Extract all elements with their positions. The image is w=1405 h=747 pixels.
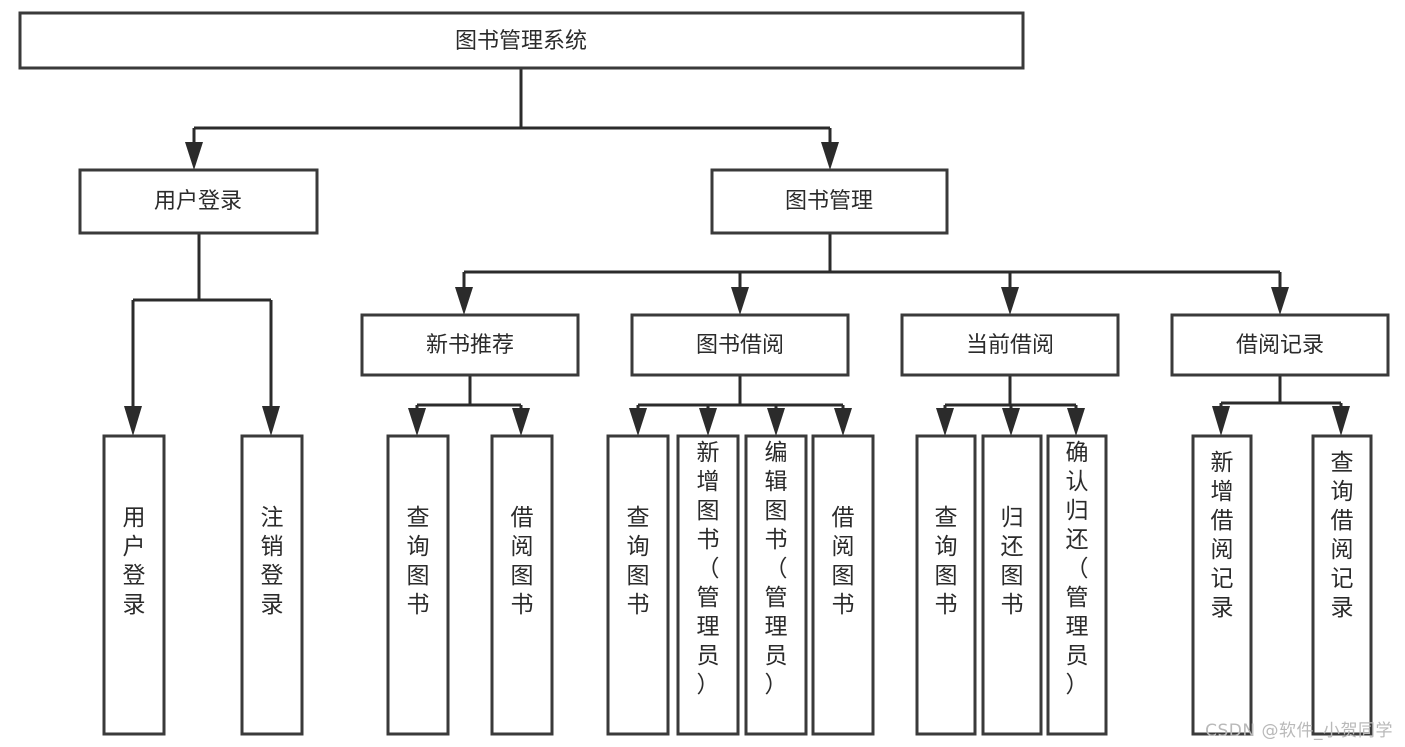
edge-group-newbookrec-to-leaves [408, 375, 530, 436]
node-book-manage-label: 图书管理 [785, 189, 873, 214]
node-leaf-query-book-2-label: 查询图书 [627, 505, 650, 618]
arrow-to-borrow-record [1271, 287, 1289, 315]
edge-group-bookmanage-to-level2 [455, 233, 1289, 315]
node-leaf-query-book-2-box[interactable] [606, 434, 670, 736]
node-book-manage-box[interactable] [710, 168, 949, 235]
node-leaf-add-book-box[interactable] [676, 434, 740, 736]
node-leaf-add-record[interactable]: 新增借阅记录 [1191, 434, 1253, 736]
csdn-watermark: CSDN @软件_小贺同学 [1205, 721, 1393, 741]
node-leaf-query-book-2[interactable]: 查询图书 [606, 434, 670, 736]
node-book-manage[interactable]: 图书管理 [710, 168, 949, 235]
node-root-box[interactable] [18, 11, 1025, 70]
node-leaf-borrow-book-1[interactable]: 借阅图书 [490, 434, 554, 736]
node-leaf-edit-book-label: 编辑图书（管理员） [765, 440, 788, 698]
arrow-to-book-borrow [731, 287, 749, 315]
node-leaf-query-book-3-box[interactable] [915, 434, 977, 736]
node-current-borrow-box[interactable] [900, 313, 1120, 377]
node-leaf-borrow-book-1-label: 借阅图书 [511, 505, 534, 618]
node-leaf-query-record-label: 查询借阅记录 [1331, 450, 1354, 621]
node-leaf-query-book-3[interactable]: 查询图书 [915, 434, 977, 736]
node-leaf-user-logout[interactable]: 注销登录 [240, 434, 304, 736]
node-leaf-return-book-label: 归还图书 [1001, 505, 1024, 618]
arrow-to-leaf-borrow-book-1 [512, 408, 530, 436]
node-borrow-record-label: 借阅记录 [1236, 333, 1324, 358]
arrow-to-leaf-query-book-2 [629, 408, 647, 436]
edge-group-bookborrow-to-leaves [629, 375, 852, 436]
arrow-to-leaf-query-book-1 [408, 408, 426, 436]
node-new-book-rec[interactable]: 新书推荐 [360, 313, 580, 377]
node-borrow-record-box[interactable] [1170, 313, 1390, 377]
node-leaf-query-record-box[interactable] [1311, 434, 1373, 736]
node-leaf-user-login-box[interactable] [102, 434, 166, 736]
node-book-borrow-box[interactable] [630, 313, 850, 377]
node-leaf-query-book-3-label: 查询图书 [935, 505, 958, 618]
arrow-to-current-borrow [1001, 287, 1019, 315]
arrow-to-book-manage [821, 142, 839, 170]
edge-group-currentborrow-to-leaves [936, 375, 1085, 436]
node-new-book-rec-box[interactable] [360, 313, 580, 377]
node-borrow-record[interactable]: 借阅记录 [1170, 313, 1390, 377]
node-leaf-query-book-1[interactable]: 查询图书 [386, 434, 450, 736]
node-leaf-borrow-book-2-box[interactable] [811, 434, 875, 736]
node-root[interactable]: 图书管理系统 [18, 11, 1025, 70]
arrow-to-leaf-edit-book [767, 408, 785, 436]
node-leaf-user-logout-label: 注销登录 [261, 505, 284, 618]
node-leaf-borrow-book-2[interactable]: 借阅图书 [811, 434, 875, 736]
node-leaf-confirm-return-label: 确认归还（管理员） [1066, 440, 1089, 698]
node-book-borrow-label: 图书借阅 [696, 333, 784, 358]
node-leaf-query-record[interactable]: 查询借阅记录 [1311, 434, 1373, 736]
arrow-to-leaf-add-record [1212, 406, 1230, 436]
node-new-book-rec-label: 新书推荐 [426, 333, 514, 358]
node-book-borrow[interactable]: 图书借阅 [630, 313, 850, 377]
node-user-login-label: 用户登录 [154, 189, 242, 214]
arrow-to-leaf-query-book-3 [936, 408, 954, 436]
node-current-borrow-label: 当前借阅 [966, 333, 1054, 358]
node-leaf-user-login[interactable]: 用户登录 [102, 434, 166, 736]
node-leaf-user-login-label: 用户登录 [123, 505, 146, 618]
node-leaf-add-record-label: 新增借阅记录 [1211, 450, 1234, 621]
node-leaf-confirm-return[interactable]: 确认归还（管理员） [1046, 434, 1108, 736]
node-leaf-add-record-box[interactable] [1191, 434, 1253, 736]
edge-group-userlogin-to-leaves [124, 233, 280, 436]
node-leaf-add-book[interactable]: 新增图书（管理员） [676, 434, 740, 736]
arrow-to-leaf-borrow-book-2 [834, 408, 852, 436]
arrow-to-leaf-user-login [124, 406, 142, 436]
node-leaf-return-book-box[interactable] [981, 434, 1043, 736]
node-leaf-add-book-label: 新增图书（管理员） [697, 440, 720, 698]
node-leaf-edit-book-box[interactable] [744, 434, 808, 736]
node-leaf-edit-book[interactable]: 编辑图书（管理员） [744, 434, 808, 736]
node-user-login[interactable]: 用户登录 [78, 168, 319, 235]
arrow-to-leaf-confirm-return [1067, 408, 1085, 436]
node-leaf-user-logout-box[interactable] [240, 434, 304, 736]
arrow-to-leaf-user-logout [262, 406, 280, 436]
node-leaf-query-book-1-label: 查询图书 [407, 505, 430, 618]
edge-group-borrowrecord-to-leaves [1212, 375, 1350, 436]
node-leaf-return-book[interactable]: 归还图书 [981, 434, 1043, 736]
node-leaf-borrow-book-1-box[interactable] [490, 434, 554, 736]
node-current-borrow[interactable]: 当前借阅 [900, 313, 1120, 377]
arrow-to-user-login [185, 142, 203, 170]
node-leaf-borrow-book-2-label: 借阅图书 [832, 505, 855, 618]
arrow-to-leaf-query-record [1332, 406, 1350, 436]
arrow-to-new-book-rec [455, 287, 473, 315]
node-leaf-confirm-return-box[interactable] [1046, 434, 1108, 736]
arrow-to-leaf-return-book [1002, 408, 1020, 436]
arrow-to-leaf-add-book [699, 408, 717, 436]
node-leaf-query-book-1-box[interactable] [386, 434, 450, 736]
node-root-label: 图书管理系统 [455, 29, 587, 54]
node-user-login-box[interactable] [78, 168, 319, 235]
edge-group-root-to-level1 [185, 68, 839, 170]
